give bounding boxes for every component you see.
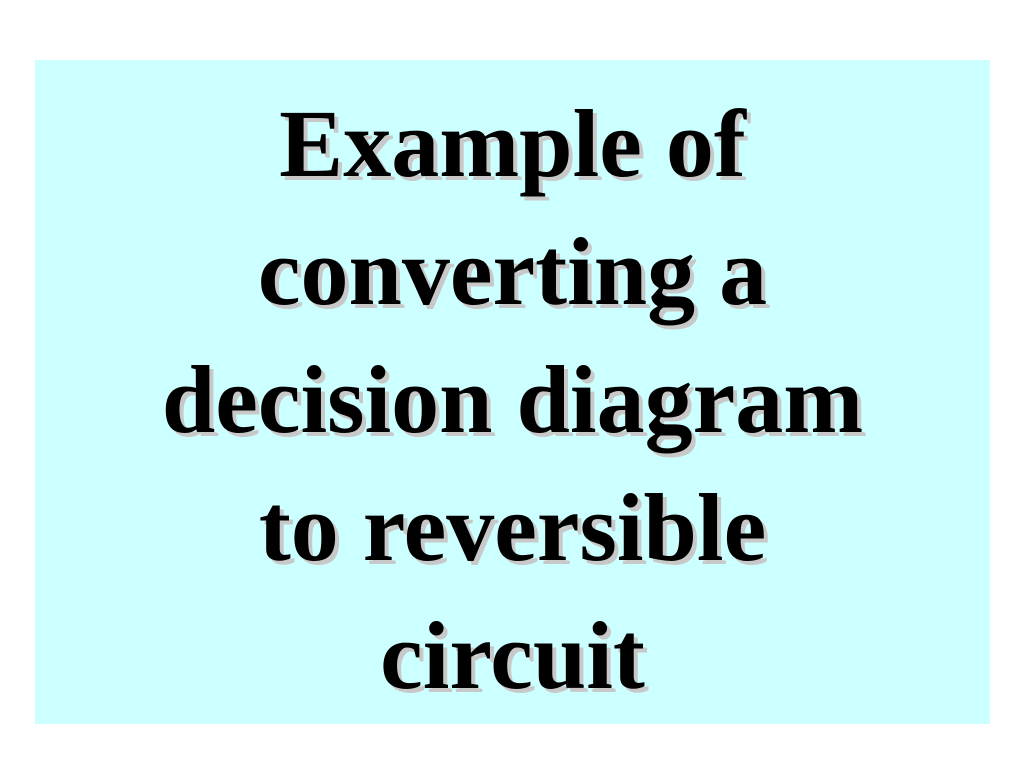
title-line-1: Example of [279, 90, 746, 197]
title-line-5: circuit [380, 602, 645, 709]
title-line-4: to reversible [258, 474, 767, 581]
title-box: Example of converting a decision diagram… [35, 60, 990, 724]
title-line-3: decision diagram [161, 346, 864, 453]
title-line-2: converting a [257, 218, 768, 325]
